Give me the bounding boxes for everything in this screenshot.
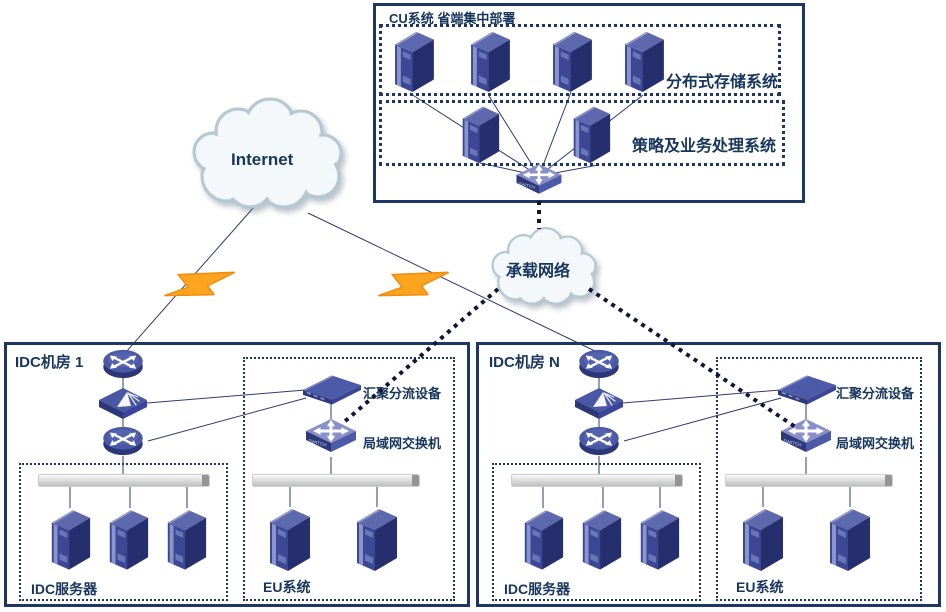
server-icon [620,28,667,94]
lan-switch-icon [781,419,831,459]
server-bus-bar [252,474,420,487]
router-icon [101,425,145,457]
idc-servers-label: IDC服务器 [504,581,571,597]
cu-system-title: CU系统 省端集中部署 [389,11,516,26]
server-icon [352,505,400,573]
server-icon [825,505,873,573]
server-icon [466,28,513,94]
server-icon [105,506,151,572]
idc-servers-box [492,463,701,601]
server-icon [163,506,209,572]
server-icon [265,505,313,573]
eu-system-label: EU系统 [736,579,784,595]
aggregation-device-label: 汇聚分流设备 [363,386,442,401]
server-icon [457,103,503,165]
server-bus-bar [725,474,893,487]
aggregation-device-icon [303,375,361,405]
internet-cloud-label: Internet [231,150,294,169]
router-icon [577,348,621,380]
beam-splitter-icon [575,388,623,420]
policy-system-label: 策略及业务处理系统 [632,138,777,155]
lan-switch-label: 局域网交换机 [836,436,915,451]
lan-switch-icon [306,419,356,459]
idc-room-1-title: IDC机房 1 [15,354,84,371]
aggregation-device-label: 汇聚分流设备 [836,386,915,401]
idc-servers-box [19,463,228,601]
eu-system-label: EU系统 [263,579,311,595]
server-icon [520,506,566,572]
server-icon [47,506,93,572]
storage-system-box [379,24,781,96]
idc-room-1-box [4,342,470,607]
router-icon [101,348,145,380]
server-icon [548,28,595,94]
server-icon [568,103,614,165]
server-icon [636,506,682,572]
core-switch-icon [516,164,562,200]
storage-system-label: 分布式存储系统 [666,74,779,91]
server-bus-bar [38,474,210,487]
beam-splitter-icon [99,388,147,420]
router-icon [577,425,621,457]
aggregation-device-icon [778,375,836,405]
bearer-network-label: 承载网络 [506,263,571,280]
lan-switch-label: 局域网交换机 [363,436,442,451]
server-icon [390,28,437,94]
server-icon [578,506,624,572]
idc-room-n-title: IDC机房 N [489,354,560,371]
idc-servers-label: IDC服务器 [31,581,98,597]
server-bus-bar [511,474,683,487]
cu-system-box [373,3,805,203]
eu-system-box [716,357,922,601]
server-icon [738,505,786,573]
policy-system-box [379,100,785,166]
